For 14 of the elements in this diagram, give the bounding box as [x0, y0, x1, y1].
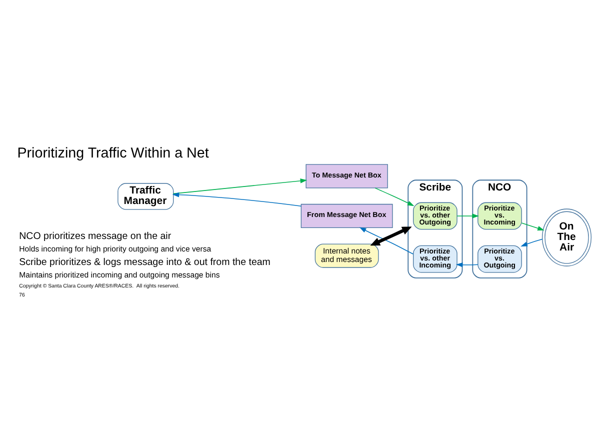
arrow [172, 192, 302, 206]
diagram-title: Prioritizing Traffic Within a Net [17, 145, 209, 162]
node-ellipse: On The Air [542, 208, 592, 266]
arrow [370, 226, 412, 246]
label: NCO prioritizes message on the air [19, 230, 172, 242]
arrow [521, 222, 544, 230]
arrow [456, 262, 478, 267]
arrow [374, 187, 414, 206]
arrow [520, 238, 543, 246]
arrow [456, 213, 479, 218]
node-box: Traffic Manager [118, 182, 174, 210]
arrow [359, 226, 414, 254]
arrow [173, 178, 308, 194]
label: Scribe prioritizes & logs message into & out from the team [19, 256, 270, 268]
